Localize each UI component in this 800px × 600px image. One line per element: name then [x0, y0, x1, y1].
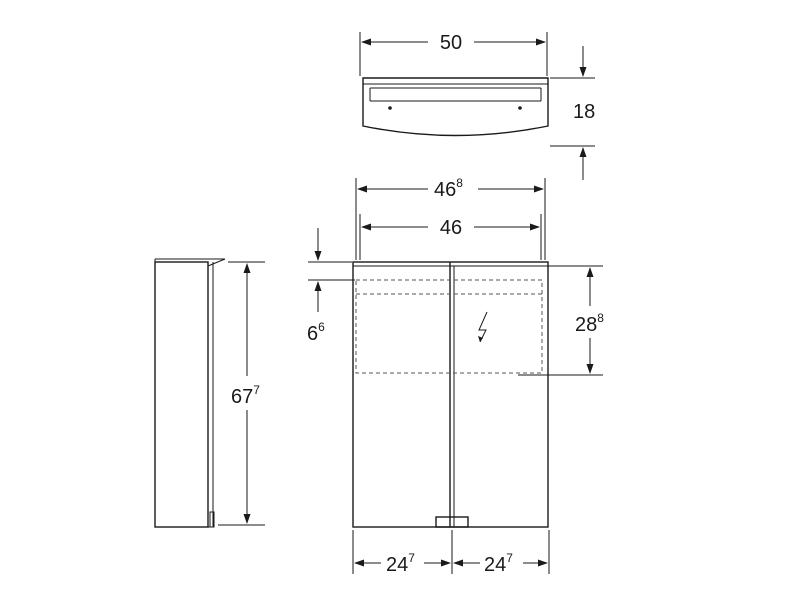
dim-inner-width: 46: [440, 217, 462, 239]
dim-door-left: 247: [386, 551, 415, 576]
top-view: 50 18: [359, 32, 595, 180]
lightning-bolt-icon: [478, 311, 488, 343]
dim-height: 677: [231, 383, 260, 408]
dim-offset: 66: [307, 320, 325, 345]
dim-outer-width: 468: [434, 176, 463, 201]
front-view: 468 46 66 288 247: [307, 176, 604, 576]
dim-top-width: 50: [440, 32, 462, 54]
light-zone: [355, 279, 543, 374]
dim-top-depth: 18: [573, 101, 595, 123]
side-view: 677: [154, 258, 265, 528]
dim-light-height: 288: [575, 311, 604, 336]
dim-door-right: 247: [484, 551, 513, 576]
door-handle: [435, 516, 469, 528]
top-view-outline: [362, 77, 549, 137]
side-view-body: [154, 261, 209, 528]
